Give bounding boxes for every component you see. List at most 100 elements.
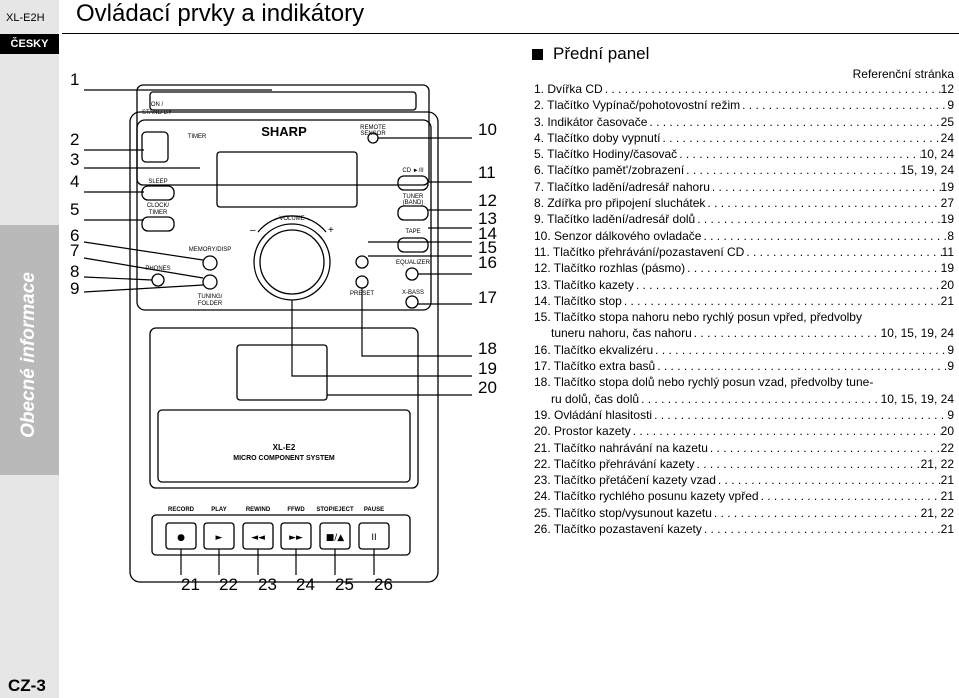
section-tab: [0, 225, 59, 475]
cd-play-pause-button[interactable]: [397, 175, 429, 191]
leader-dots: [708, 440, 941, 456]
callout-number: 7: [70, 241, 80, 260]
deck-label: STOP/EJECT: [316, 507, 354, 513]
list-item-page: 9: [947, 359, 954, 374]
deck-label: PAUSE: [364, 507, 384, 513]
leader-dots: [634, 277, 941, 293]
list-item-label: 14. Tlačítko stop: [534, 293, 622, 308]
list-item-label: 5. Tlačítko Hodiny/časovač: [534, 147, 678, 162]
list-item: 1. Dvířka CD12: [534, 81, 954, 97]
leader-dots: [705, 195, 940, 211]
deck-symbol-icon: ■/▲: [326, 533, 345, 543]
leader-dots: [647, 114, 940, 130]
label-tape: TAPE: [405, 229, 420, 235]
callout-number: 23: [258, 575, 277, 594]
model-subtitle: MICRO COMPONENT SYSTEM: [233, 455, 335, 462]
sleep-button[interactable]: [141, 185, 175, 201]
label-phones: PHONES: [145, 266, 170, 272]
clock-timer-button[interactable]: [141, 216, 175, 232]
list-item-label: 10. Senzor dálkového ovladače: [534, 228, 702, 243]
headphone-jack[interactable]: [151, 273, 165, 287]
deck-label: REWIND: [246, 507, 271, 513]
list-item-page: 12: [940, 82, 954, 96]
callout-number: 18: [478, 339, 497, 358]
callout-number: 10: [478, 120, 497, 139]
leader-dots: [603, 81, 941, 97]
callout-number: 13: [478, 209, 497, 228]
memory-disp-button[interactable]: [202, 255, 218, 271]
cassette-compartment: [149, 327, 419, 489]
callout-number: 12: [478, 191, 497, 210]
deck-symbol-icon: II: [371, 533, 376, 543]
list-item-label: 12. Tlačítko rozhlas (pásmo): [534, 261, 686, 276]
leader-dots: [684, 162, 900, 178]
leader-dots: [740, 97, 947, 113]
callout-number: 5: [70, 200, 80, 219]
callout-number: 15: [478, 238, 497, 257]
power-button[interactable]: [141, 131, 169, 163]
callout-number: 17: [478, 288, 497, 307]
xbass-button[interactable]: [405, 295, 419, 309]
label-tuning: TUNING/: [198, 294, 223, 300]
label-volume: VOLUME: [279, 216, 304, 222]
leader-dots: [677, 146, 920, 162]
list-item-label: 22. Tlačítko přehrávání kazety: [534, 456, 695, 471]
list-item: 17. Tlačítko extra basů9: [534, 358, 954, 374]
list-item-page: 20: [940, 424, 954, 439]
callout-number: 1: [70, 70, 80, 89]
list-item-label: 6. Tlačítko pamět'/zobrazení: [534, 163, 685, 178]
list-item-label: 25. Tlačítko stop/vysunout kazetu: [534, 505, 712, 520]
page-title: Ovládací prvky a indikátory: [76, 0, 365, 27]
deck-symbol-icon: ►►: [289, 533, 303, 543]
label-sleep: SLEEP: [148, 179, 167, 185]
list-item-page: 10, 15, 19, 24: [880, 391, 954, 406]
list-item-page: 9: [947, 407, 954, 422]
list-item-page: 10, 15, 19, 24: [880, 326, 954, 341]
list-item: 26. Tlačítko pozastavení kazety21: [534, 521, 954, 537]
deck-symbol-icon: ●: [177, 533, 185, 543]
list-item: 3. Indikátor časovače25: [534, 114, 954, 130]
label-band: (BAND): [403, 200, 424, 206]
display-window: [216, 151, 358, 208]
tuning-folder-button[interactable]: [202, 274, 218, 290]
callout-number: 3: [70, 150, 80, 169]
brand-logo: SHARP: [261, 124, 307, 139]
list-item-page: 22: [940, 440, 954, 455]
list-item-page: 19: [940, 179, 954, 194]
leader-dots: [652, 407, 947, 423]
list-item: 13. Tlačítko kazety20: [534, 277, 954, 293]
list-item: 21. Tlačítko nahrávání na kazetu22: [534, 440, 954, 456]
leader-dots: [692, 325, 881, 341]
label-minus: –: [250, 225, 256, 236]
list-item: 24. Tlačítko rychlého posunu kazety vpře…: [534, 488, 954, 504]
device-body: [129, 111, 439, 583]
label-cd: CD ►/II: [402, 168, 424, 174]
volume-knob[interactable]: [253, 223, 331, 301]
callout-number: 22: [219, 575, 238, 594]
label-equalizer: EQUALIZER: [396, 260, 431, 266]
list-item-continuation-text: tuneru nahoru, čas nahoru: [551, 326, 692, 341]
leader-dots: [712, 505, 921, 521]
equalizer-button[interactable]: [405, 267, 419, 281]
list-item: 22. Tlačítko přehrávání kazety21, 22: [534, 456, 954, 472]
callout-number: 21: [181, 575, 200, 594]
list-item: 16. Tlačítko ekvalizéru9: [534, 342, 954, 358]
list-item: 15. Tlačítko stopa nahoru nebo rychlý po…: [534, 309, 954, 325]
list-item-label: 11. Tlačítko přehrávání/pozastavení CD: [534, 244, 745, 259]
list-item-page: 21: [940, 522, 954, 537]
preset-button[interactable]: [355, 275, 369, 289]
list-item-label: 13. Tlačítko kazety: [534, 277, 634, 292]
section-tab-label: Obecné informace: [18, 272, 39, 438]
list-item: 19. Ovládání hlasitosti9: [534, 407, 954, 423]
tuner-band-button[interactable]: [397, 205, 429, 221]
list-item-page: 10, 24: [920, 147, 954, 162]
list-item-label: 7. Tlačítko ladění/adresář nahoru: [534, 179, 710, 194]
tape-button[interactable]: [397, 237, 429, 253]
list-item-page: 21: [940, 293, 954, 308]
list-item-page: 24: [940, 130, 954, 145]
device-diagram: ON / STAND-BY TIMER SLEEP CLOCK/ TIMER M…: [83, 84, 472, 583]
stop-button[interactable]: [355, 255, 369, 269]
list-item-continuation: tuneru nahoru, čas nahoru 10, 15, 19, 24: [534, 325, 954, 341]
label-clock: CLOCK/: [147, 203, 170, 209]
list-item-page: 21: [940, 473, 954, 488]
